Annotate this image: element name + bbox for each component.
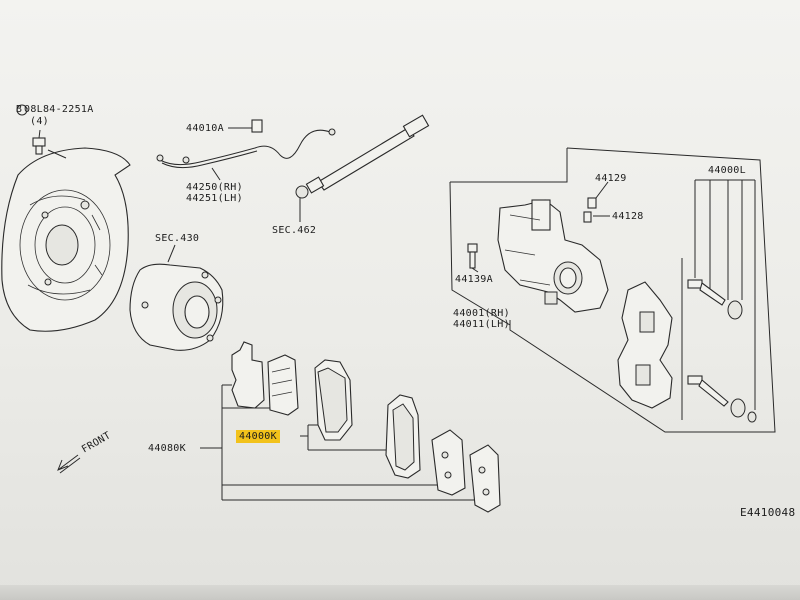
bolt-qty-label: (4) xyxy=(30,116,49,127)
caliper-body xyxy=(497,199,609,313)
caliper-assembly-frame xyxy=(449,147,776,433)
sec-462-label: SEC.462 xyxy=(272,225,317,236)
dust-shield xyxy=(1,147,131,332)
abs-sensor-wire xyxy=(156,119,336,181)
pad-shims xyxy=(231,341,299,416)
mounting-bolt xyxy=(16,104,67,159)
pad-kit-leaders xyxy=(200,384,475,501)
p44139a-label: 44139A xyxy=(455,274,493,285)
caliper-bracket xyxy=(617,281,673,409)
hose-lh-label: 44251(LH) xyxy=(186,193,243,204)
caliper-lh-label: 44011(LH) xyxy=(453,319,510,330)
wheel-hub xyxy=(129,244,224,351)
brake-pads xyxy=(314,359,421,479)
p44128-label: 44128 xyxy=(612,211,644,222)
hose-rh-label: 44250(RH) xyxy=(186,182,243,193)
front-arrow xyxy=(57,454,81,474)
pin-kit-label: 44000L xyxy=(708,165,746,176)
bleeder-screw xyxy=(583,181,610,223)
sec-430-label: SEC.430 xyxy=(155,233,200,244)
sensor-label: 44010A xyxy=(186,123,224,134)
outer-shims xyxy=(431,429,501,513)
pad-kit-label: 44080K xyxy=(148,443,186,454)
figure-code-label: E4410048 xyxy=(740,506,796,519)
bolt-ref-text: 08L84-2251A xyxy=(24,104,94,115)
p44129-label: 44129 xyxy=(595,173,627,184)
brake-hose xyxy=(295,114,430,222)
bolt-prefix-circle: B xyxy=(15,104,23,115)
pin-kit xyxy=(687,179,757,423)
monitor-bezel xyxy=(0,585,800,600)
caliper-rh-label: 44001(RH) xyxy=(453,308,510,319)
caliper-bolt xyxy=(467,243,479,273)
pad-set-label-highlighted: 44000K xyxy=(236,430,280,443)
